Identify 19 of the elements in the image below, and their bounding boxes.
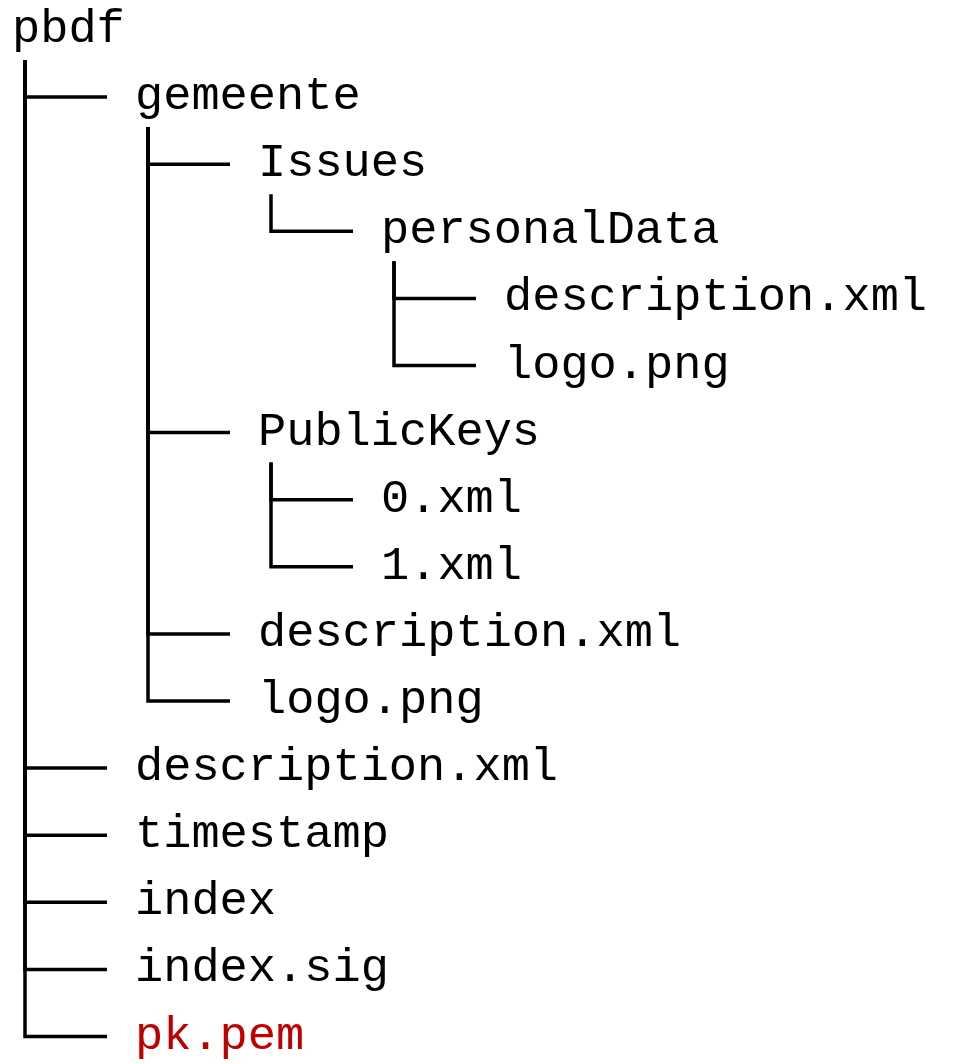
file-name: description.xml — [476, 268, 928, 329]
file-name: description.xml — [107, 738, 559, 799]
file-name: index.sig — [107, 939, 389, 1000]
tree-connector — [392, 261, 476, 368]
file-name: Issues — [230, 134, 428, 195]
file-name: 1.xml — [353, 536, 523, 597]
file-name: pbdf — [12, 0, 125, 60]
file-name: personalData — [353, 201, 720, 262]
file-name: index — [107, 872, 277, 933]
tree-connector — [269, 462, 353, 569]
file-name: description.xml — [230, 603, 682, 664]
file-name: PublicKeys — [230, 402, 541, 463]
file-name: timestamp — [107, 805, 389, 866]
file-name: pk.pem — [107, 1006, 305, 1064]
tree-connector — [269, 194, 353, 234]
file-name: logo.png — [230, 671, 484, 731]
file-name: gemeente — [107, 67, 361, 128]
file-name: logo.png — [476, 335, 730, 396]
file-name: 0.xml — [353, 469, 523, 530]
